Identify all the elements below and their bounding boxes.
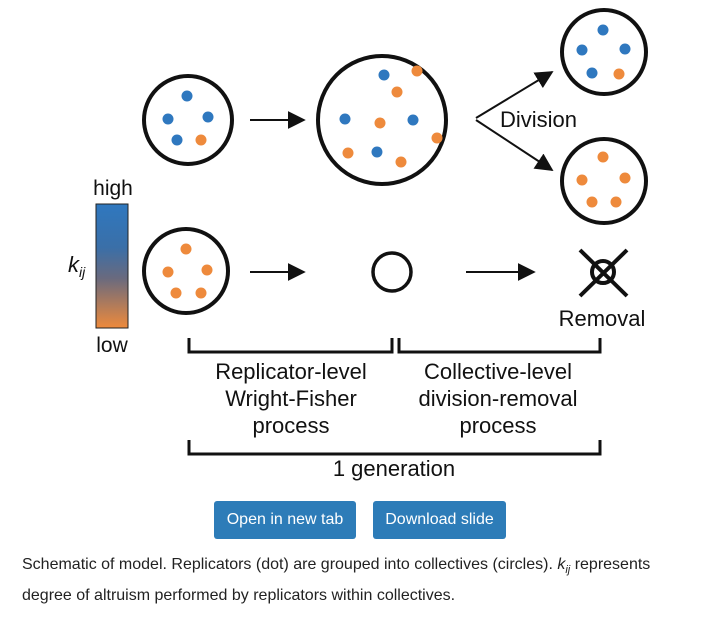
collective-grown — [316, 54, 448, 186]
replicator-dot-orange — [411, 65, 423, 77]
replicator-dot-blue — [586, 67, 598, 79]
replicator-dot-orange — [586, 196, 598, 208]
collective-shrunk — [371, 251, 413, 293]
replicator-dot-orange — [170, 287, 182, 299]
download-slide-button[interactable]: Download slide — [373, 501, 506, 539]
caption-text-1: Schematic of model. Replicators (dot) ar… — [22, 556, 553, 573]
replicator-dot-orange — [342, 147, 354, 159]
daughter-collective-top — [560, 8, 648, 96]
replicator-dot-blue — [407, 114, 419, 126]
replicator-dot-orange — [201, 264, 213, 276]
replicator-dot-orange — [180, 243, 192, 255]
replicator-process-line1: Replicator-level — [215, 359, 367, 384]
caption-k-symbol: kij — [557, 556, 571, 577]
daughter-collective-bottom — [560, 137, 648, 225]
replicator-dot-orange — [374, 117, 386, 129]
replicator-dot-blue — [619, 43, 631, 55]
division-arrow-down — [475, 119, 554, 171]
replicator-dot-blue — [171, 134, 183, 146]
division-arrow-up — [475, 71, 554, 119]
replicator-dot-orange — [613, 68, 625, 80]
collective-process-line2: division-removal — [419, 386, 578, 411]
scale-low-label: low — [96, 334, 128, 357]
k-ij-label: kij — [68, 252, 86, 280]
replicator-dot-blue — [371, 146, 383, 158]
replicator-dot-orange — [195, 287, 207, 299]
collective-top-left — [142, 74, 234, 166]
generation-bracket — [187, 440, 602, 456]
replicator-dot-orange — [391, 86, 403, 98]
caption-text-2: represents degree of altruism performed … — [22, 556, 651, 605]
replicator-dot-orange — [431, 132, 443, 144]
replicator-dot-orange — [610, 196, 622, 208]
replicator-dot-blue — [202, 111, 214, 123]
scale-high-label: high — [93, 177, 133, 200]
open-in-new-tab-button[interactable]: Open in new tab — [214, 501, 356, 539]
replicator-dot-orange — [576, 174, 588, 186]
replicator-process-line2: Wright-Fisher — [225, 386, 357, 411]
replicator-dot-orange — [619, 172, 631, 184]
replicator-bracket — [187, 338, 394, 354]
replicator-dot-orange — [597, 151, 609, 163]
replicator-dot-blue — [181, 90, 193, 102]
replicator-dot-blue — [576, 44, 588, 56]
generation-label: 1 generation — [333, 456, 455, 481]
replicator-dot-blue — [597, 24, 609, 36]
model-schematic: high low kij Division — [68, 8, 648, 481]
removed-collective-cross — [578, 248, 629, 298]
replicator-dot-blue — [162, 113, 174, 125]
collective-bracket — [397, 338, 602, 354]
figure-caption: Schematic of model. Replicators (dot) ar… — [22, 552, 698, 609]
replicator-process-line3: process — [252, 413, 329, 438]
replicator-dot-orange — [162, 266, 174, 278]
replicator-dot-blue — [378, 69, 390, 81]
k-color-scale — [95, 203, 129, 329]
replicator-dot-blue — [339, 113, 351, 125]
replicator-dot-orange — [395, 156, 407, 168]
collective-process-line3: process — [459, 413, 536, 438]
collective-process-line1: Collective-level — [424, 359, 572, 384]
replicator-dot-orange — [195, 134, 207, 146]
division-label: Division — [500, 107, 577, 132]
collective-bottom-left — [142, 227, 230, 315]
removal-label: Removal — [559, 306, 646, 331]
